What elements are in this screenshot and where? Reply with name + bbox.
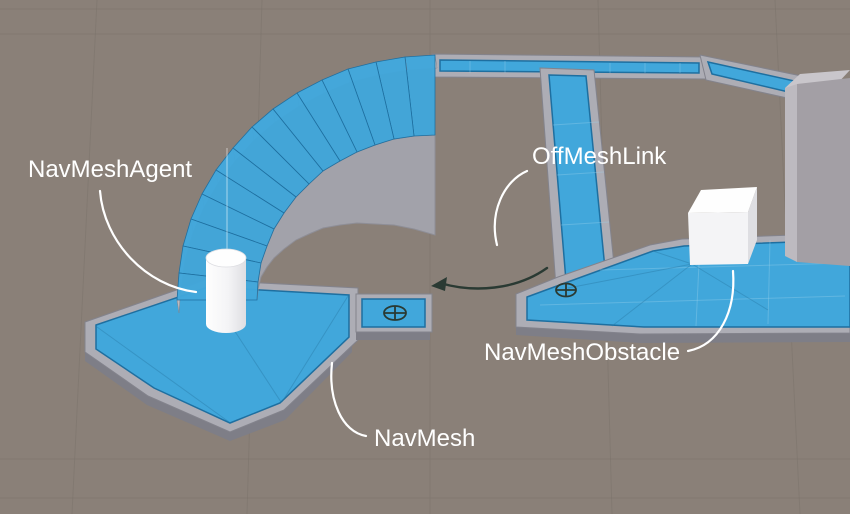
mesh-line — [552, 121, 600, 126]
offmesh-link-tab — [355, 293, 433, 340]
link-arc-path — [438, 266, 549, 290]
mesh-line — [599, 262, 846, 271]
triangulation-line — [691, 263, 769, 311]
tab-side — [356, 332, 430, 340]
mesh-line — [539, 295, 846, 306]
platform-side — [85, 344, 352, 441]
mesh-line — [556, 171, 605, 176]
mesh-line — [560, 221, 610, 226]
triangulation-line — [611, 263, 693, 327]
label-navmeshagent: NavMeshAgent — [28, 156, 192, 183]
top-bridge — [431, 53, 707, 80]
left-platform — [84, 279, 359, 441]
offmesh-link-marker-right — [555, 282, 577, 298]
link-arrowhead-icon — [431, 277, 447, 291]
platform-navmesh — [526, 239, 850, 328]
tall-pillar — [785, 70, 850, 266]
grid-line — [71, 0, 98, 514]
triangulation-line — [567, 263, 693, 289]
leader-line-obstacle — [686, 269, 735, 353]
annotations: NavMeshAgent OffMeshLink NavMeshObstacle… — [28, 143, 735, 452]
triangulation-line — [281, 295, 349, 403]
leader-line-offmeshlink — [493, 169, 529, 247]
label-navmesh: NavMesh — [374, 425, 475, 452]
pillar-left-face — [785, 84, 797, 262]
label-navmeshobstacle: NavMeshObstacle — [484, 339, 680, 366]
navmesh-agent-cylinder — [205, 248, 247, 333]
navmesh-obstacle-cube — [688, 187, 757, 265]
right-platform — [515, 232, 850, 343]
cube-front-face — [688, 212, 748, 265]
cylinder-body — [206, 258, 246, 333]
cylinder-cap — [205, 248, 247, 268]
leader-line-agent — [98, 189, 198, 294]
cube-right-face — [748, 187, 757, 264]
cube-top-face — [688, 187, 757, 213]
triangulation-line — [652, 250, 693, 265]
bridge-navmesh — [439, 59, 700, 74]
mesh-line — [767, 239, 771, 325]
offmesh-link-marker-left — [383, 305, 407, 321]
curved-staircase — [176, 54, 438, 314]
label-offmeshlink: OffMeshLink — [532, 143, 667, 170]
pillar-front-face — [797, 78, 850, 266]
offmesh-link-arc — [431, 266, 549, 291]
triangulation-line — [96, 326, 230, 423]
leader-line-navmesh — [330, 361, 368, 438]
platform-side — [516, 327, 850, 343]
